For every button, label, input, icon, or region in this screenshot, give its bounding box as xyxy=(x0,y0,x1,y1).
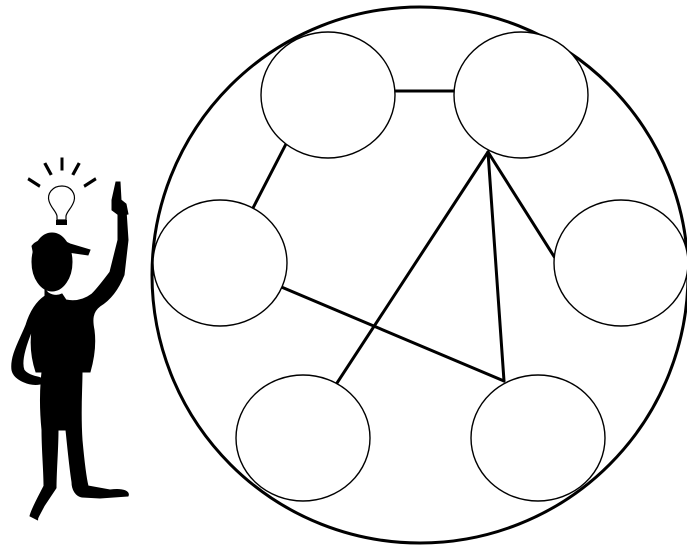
node-middle-right xyxy=(554,200,687,326)
person-raised-arm xyxy=(112,182,128,216)
thinking-person-icon xyxy=(12,158,129,520)
node-top-left xyxy=(261,32,395,158)
node-middle-left xyxy=(153,200,287,326)
node-bottom-left xyxy=(236,375,370,501)
node-top-right xyxy=(454,32,588,158)
node-bottom-right xyxy=(471,375,605,501)
lightbulb-icon xyxy=(28,158,96,225)
